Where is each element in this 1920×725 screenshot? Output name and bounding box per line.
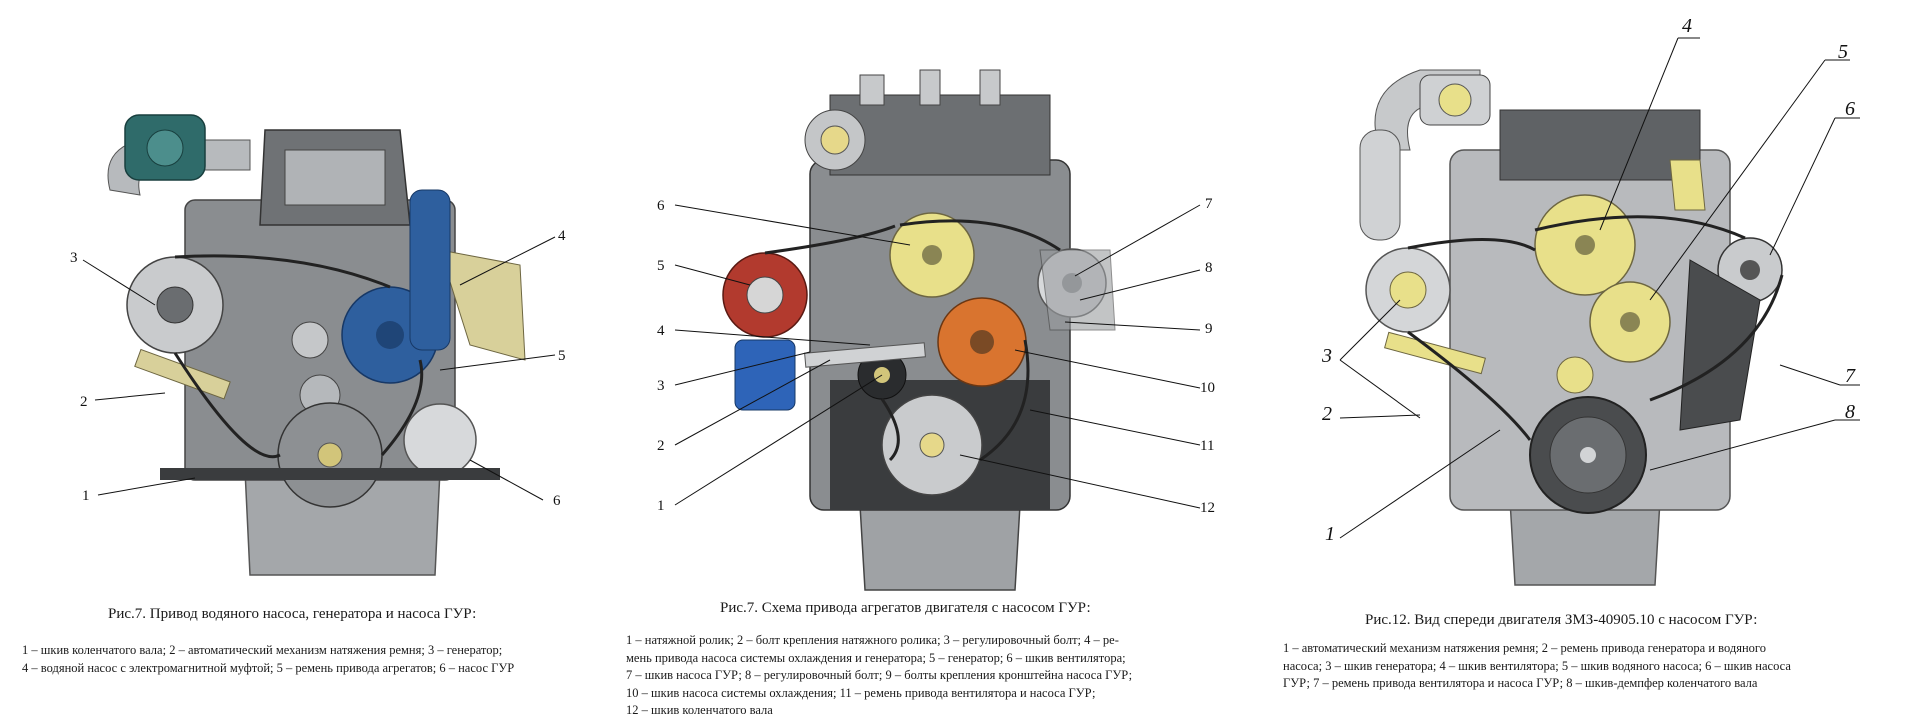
callout-p2-9: 9 xyxy=(1205,321,1213,337)
callout-p3-1: 1 xyxy=(1325,523,1335,545)
legend-line: 12 – шкив коленчатого вала xyxy=(626,703,773,717)
legend-line: 1 – натяжной ролик; 2 – болт крепления н… xyxy=(626,633,1119,647)
callout-p2-6: 6 xyxy=(657,198,665,214)
callout-p3-2: 2 xyxy=(1322,403,1332,425)
callout-p3-5: 5 xyxy=(1838,41,1848,63)
caption-legend-3: 1 – автоматический механизм натяжения ре… xyxy=(1283,640,1903,693)
legend-line: 7 – шкив насоса ГУР; 8 – регулировочный … xyxy=(626,668,1133,682)
legend-line: 1 – шкив коленчатого вала; 2 – автоматич… xyxy=(22,643,503,657)
callout-p3-4: 4 xyxy=(1682,15,1692,37)
engine-diagram-1: 1 2 3 4 5 6 xyxy=(70,114,566,576)
callout-p2-7: 7 xyxy=(1205,196,1213,212)
legend-line: ГУР; 7 – ремень привода вентилятора и на… xyxy=(1283,676,1758,690)
panel-2-drive-scheme: 1 2 3 4 5 6 xyxy=(620,0,1260,725)
caption-legend-1: 1 – шкив коленчатого вала; 2 – автоматич… xyxy=(22,642,602,677)
callout-p2-4: 4 xyxy=(657,323,665,339)
callout-p2-2: 2 xyxy=(657,438,665,454)
callout-2: 2 xyxy=(80,394,88,410)
panel-1-water-pump-drive: 1 2 3 4 5 6 Рис.7. Привод водяного насос… xyxy=(0,0,620,725)
caption-legend-2: 1 – натяжной ролик; 2 – болт крепления н… xyxy=(626,632,1246,720)
callout-p3-6: 6 xyxy=(1845,98,1855,120)
legend-line: 4 – водяной насос с электромагнитной муф… xyxy=(22,660,515,675)
legend-line: мень привода насоса системы охлаждения и… xyxy=(626,650,1126,665)
callout-p3-8: 8 xyxy=(1845,401,1855,423)
callout-4: 4 xyxy=(558,228,566,244)
callout-p2-3: 3 xyxy=(657,378,665,394)
callout-p2-8: 8 xyxy=(1205,260,1213,276)
callout-p2-10: 10 xyxy=(1200,380,1215,396)
legend-line: 1 – автоматический механизм натяжения ре… xyxy=(1283,641,1766,655)
callout-1: 1 xyxy=(82,488,90,504)
engine-diagram-2 xyxy=(722,69,1116,591)
legend-line: 10 – шкив насоса системы охлаждения; 11 … xyxy=(626,685,1096,700)
callout-6: 6 xyxy=(553,493,561,509)
callout-3: 3 xyxy=(70,250,78,266)
callout-p2-11: 11 xyxy=(1200,438,1214,454)
caption-title-1: Рис.7. Привод водяного насоса, генератор… xyxy=(108,606,477,622)
callout-p2-12: 12 xyxy=(1200,500,1215,516)
caption-title-3: Рис.12. Вид спереди двигателя ЗМЗ-40905.… xyxy=(1365,612,1758,628)
callout-p2-5: 5 xyxy=(657,258,665,274)
callout-p3-3: 3 xyxy=(1321,345,1332,367)
callout-p2-1: 1 xyxy=(657,498,665,514)
legend-line: насоса; 3 – шкив генератора; 4 – шкив ве… xyxy=(1283,658,1791,673)
callout-p3-7: 7 xyxy=(1845,365,1856,387)
caption-title-2: Рис.7. Схема привода агрегатов двигателя… xyxy=(720,600,1091,616)
callout-5: 5 xyxy=(558,348,566,364)
